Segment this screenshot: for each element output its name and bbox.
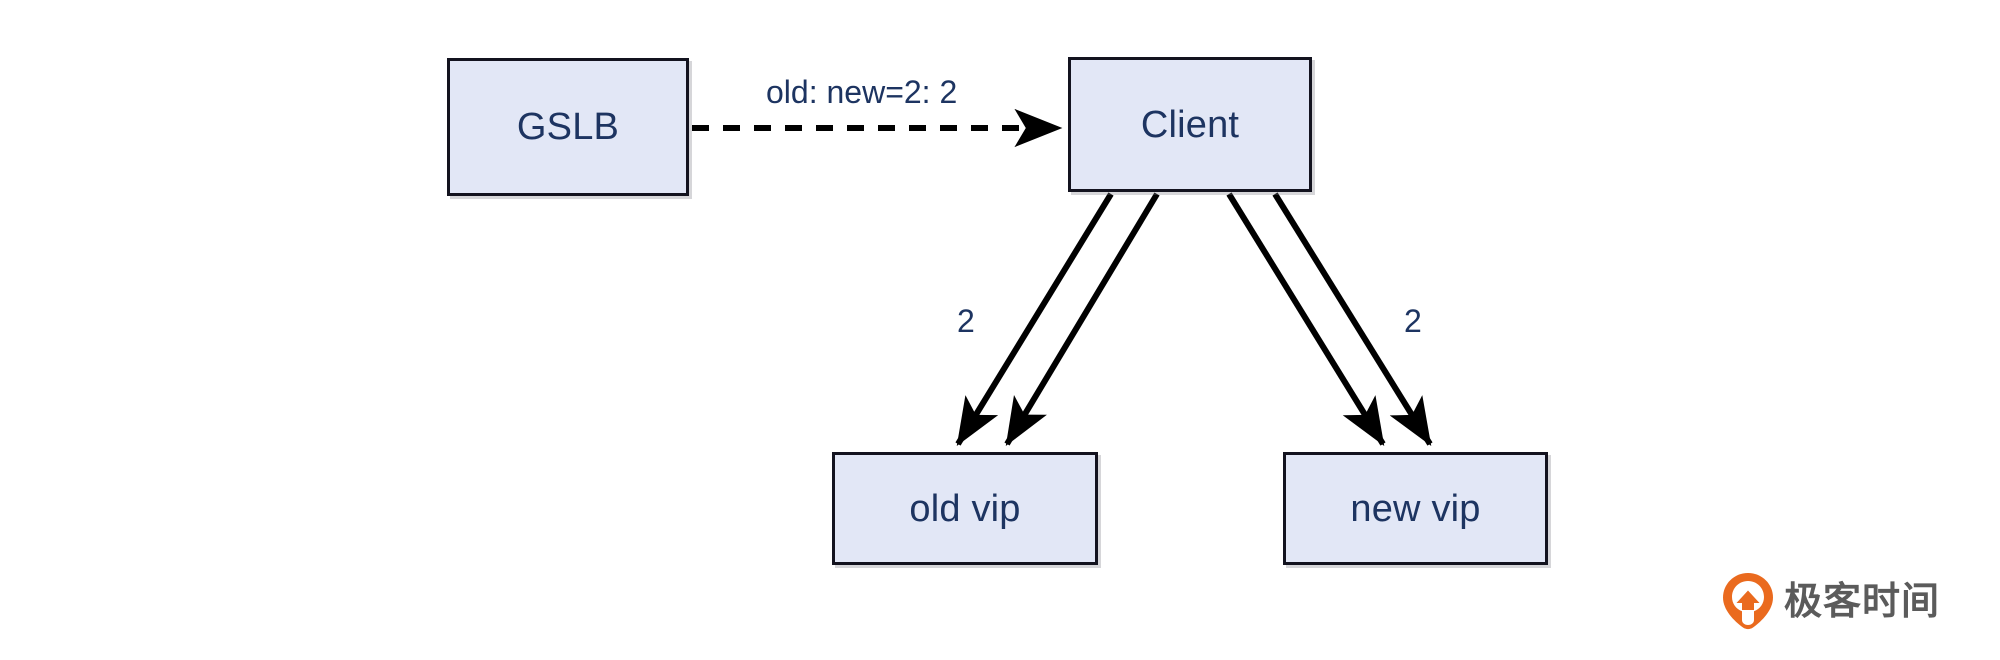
node-client-label: Client xyxy=(1140,103,1240,146)
node-new-vip-label: new vip xyxy=(1350,487,1481,530)
watermark-text: 极客时间 xyxy=(1784,579,1941,623)
edge-label-client-to-old-vip: 2 xyxy=(957,303,975,339)
edge-client-to-newvip-inner xyxy=(1226,192,1386,447)
node-old-vip[interactable]: old vip xyxy=(832,452,1098,565)
edge-client-to-oldvip-outer xyxy=(955,192,1114,447)
edge-label-gslb-to-client: old: new=2: 2 xyxy=(766,74,958,110)
edge-label-client-to-new-vip: 2 xyxy=(1404,303,1422,339)
node-new-vip[interactable]: new vip xyxy=(1283,452,1548,565)
edge-client-to-oldvip-inner xyxy=(1004,192,1160,447)
location-pin-icon xyxy=(1723,573,1773,630)
node-gslb[interactable]: GSLB xyxy=(447,58,689,196)
watermark: 极客时间 xyxy=(1722,572,1940,630)
edge-client-to-newvip-outer xyxy=(1272,192,1433,447)
node-gslb-label: GSLB xyxy=(516,106,620,148)
node-old-vip-label: old vip xyxy=(909,487,1021,530)
node-client[interactable]: Client xyxy=(1068,57,1312,192)
